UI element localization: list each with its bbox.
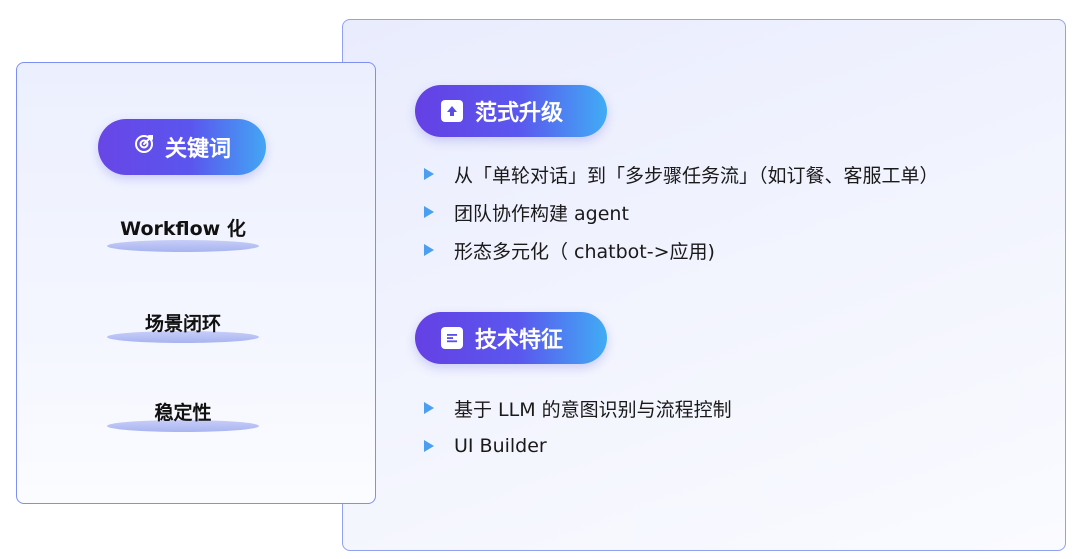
- keyword-label: 稳定性: [154, 402, 212, 424]
- keyword-item: 稳定性: [103, 398, 263, 432]
- bullet-list-paradigm: 从「单轮对话」到「多步骤任务流」（如订餐、客服工单） 团队协作构建 agent …: [424, 155, 939, 269]
- bullet-list-tech: 基于 LLM 的意图识别与流程控制 UI Builder: [424, 389, 732, 465]
- keyword-underline: [107, 420, 259, 432]
- list-item-text: 从「单轮对话」到「多步骤任务流」（如订餐、客服工单）: [454, 164, 939, 187]
- list-item-text: 形态多元化（ chatbot->应用): [454, 240, 715, 263]
- section-title: 技术特征: [475, 328, 564, 353]
- keyword-item: 场景闭环: [103, 309, 263, 343]
- keyword-item: Workflow 化: [103, 214, 263, 252]
- triangle-bullet-icon: [424, 244, 434, 256]
- list-item-text: 团队协作构建 agent: [454, 202, 629, 225]
- list-item: 从「单轮对话」到「多步骤任务流」（如订餐、客服工单）: [424, 155, 939, 193]
- triangle-bullet-icon: [424, 168, 434, 180]
- target-icon: [133, 133, 155, 161]
- section-pill-paradigm: 范式升级: [415, 85, 607, 137]
- keywords-pill-label: 关键词: [164, 137, 231, 162]
- document-icon: [441, 327, 463, 349]
- keyword-underline: [107, 240, 259, 252]
- keyword-label: Workflow 化: [120, 218, 246, 240]
- triangle-bullet-icon: [424, 440, 434, 452]
- list-item: 基于 LLM 的意图识别与流程控制: [424, 389, 732, 427]
- keyword-underline: [107, 331, 259, 343]
- list-item-text: 基于 LLM 的意图识别与流程控制: [454, 398, 732, 421]
- upload-icon: [441, 100, 463, 122]
- keywords-pill: 关键词: [98, 119, 266, 175]
- section-title: 范式升级: [475, 101, 564, 126]
- keyword-label: 场景闭环: [144, 313, 221, 335]
- triangle-bullet-icon: [424, 206, 434, 218]
- list-item: 形态多元化（ chatbot->应用): [424, 231, 939, 269]
- list-item-text: UI Builder: [454, 435, 547, 457]
- triangle-bullet-icon: [424, 402, 434, 414]
- section-pill-tech: 技术特征: [415, 312, 607, 364]
- list-item: 团队协作构建 agent: [424, 193, 939, 231]
- list-item: UI Builder: [424, 427, 732, 465]
